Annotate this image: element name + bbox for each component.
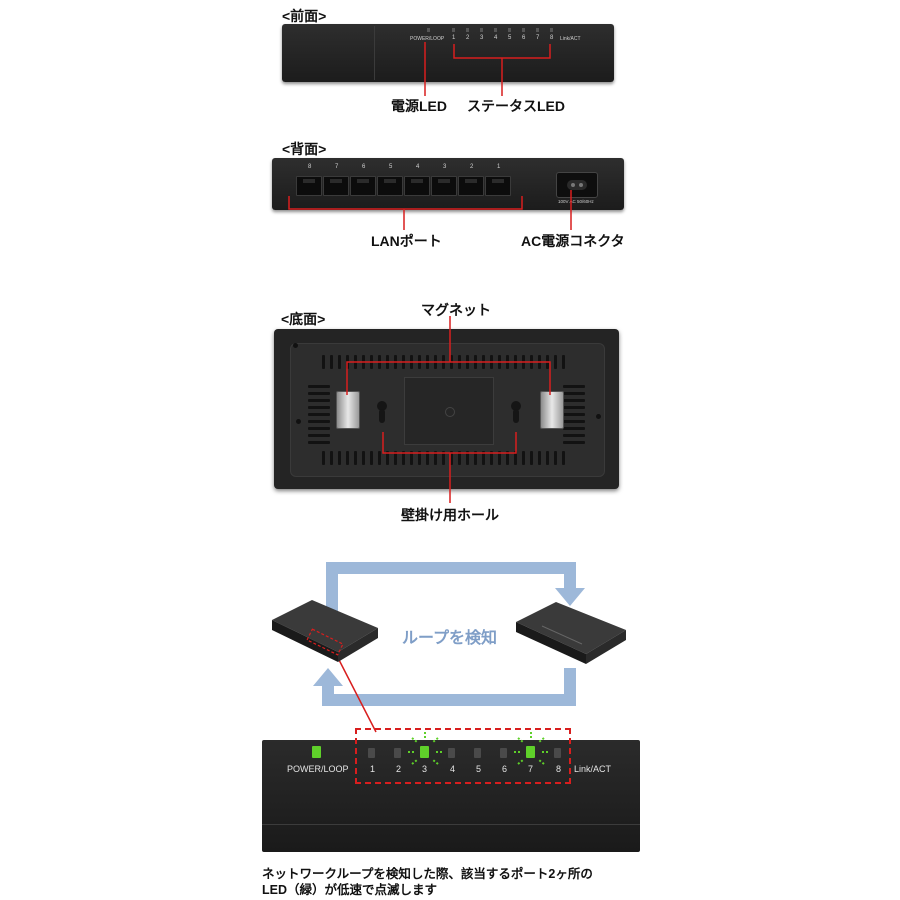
wall-mount-hole-left — [376, 401, 388, 423]
magnet-left — [336, 391, 360, 429]
caption-line-1: ネットワークループを検知した際、該当するポート2ヶ所の — [262, 867, 593, 881]
ac-rating-label: 100V AC 50/60Hz — [558, 199, 594, 204]
vent-side-right — [563, 385, 585, 445]
callout-power-led: 電源LED — [391, 98, 447, 114]
magnet-right — [540, 391, 564, 429]
port-number: 2 — [470, 164, 474, 170]
switch-front-panel: POWER/LOOP 1 2 3 4 5 6 7 8 Link/ACT — [282, 24, 614, 82]
zoom-led-number: 4 — [450, 764, 456, 774]
port-number: 4 — [416, 164, 420, 170]
label-recess — [404, 377, 494, 445]
led-number: 2 — [466, 35, 470, 41]
zoom-led-number: 7 — [528, 764, 534, 774]
zoom-led-number: 2 — [396, 764, 402, 774]
led-number: 4 — [494, 35, 498, 41]
vent-row-bottom — [322, 451, 572, 465]
front-view-title: <前面> — [282, 8, 327, 24]
zoom-highlight-box — [355, 728, 571, 784]
led-number: 5 — [508, 35, 512, 41]
zoom-led-number: 5 — [476, 764, 482, 774]
lan-port — [350, 176, 376, 196]
switch-illustration-right — [516, 602, 626, 664]
lan-port — [323, 176, 349, 196]
zoom-led-number: 3 — [422, 764, 428, 774]
lan-port — [485, 176, 511, 196]
led-number: 8 — [550, 35, 554, 41]
led-number: 7 — [536, 35, 540, 41]
led-number: 1 — [452, 35, 456, 41]
callout-lan-ports: LANポート — [371, 233, 442, 249]
zoom-led-blinking — [526, 746, 535, 758]
callout-status-led: ステータスLED — [467, 98, 565, 114]
callout-wall-mount: 壁掛け用ホール — [401, 507, 499, 523]
switch-back-panel: 8 7 6 5 4 3 2 1 100V AC 50/60Hz — [272, 158, 624, 210]
caption-line-2: LED（緑）が低速で点滅します — [262, 883, 438, 897]
back-callout-lines — [288, 190, 572, 230]
panel-power-label: POWER/LOOP — [410, 36, 445, 42]
port-number: 3 — [443, 164, 447, 170]
panel-link-label: Link/ACT — [560, 36, 581, 42]
zoomed-front-panel: POWER/LOOP 1 2 3 4 5 6 7 8 Link/ACT — [262, 740, 640, 852]
lan-port — [431, 176, 457, 196]
port-number-row: 8 7 6 5 4 3 2 1 — [292, 164, 522, 172]
zoom-led — [474, 748, 481, 758]
port-number: 5 — [389, 164, 393, 170]
zoom-led — [500, 748, 507, 758]
ac-power-connector — [556, 172, 598, 198]
port-number: 1 — [497, 164, 501, 170]
zoom-led — [554, 748, 561, 758]
zoom-led — [448, 748, 455, 758]
switch-illustration-left — [272, 600, 378, 662]
zoom-power-label: POWER/LOOP — [287, 764, 349, 774]
switch-bottom-panel — [274, 329, 619, 489]
zoom-led — [394, 748, 401, 758]
lan-port — [404, 176, 430, 196]
zoom-link-label: Link/ACT — [574, 764, 612, 774]
status-led-row — [450, 28, 560, 34]
zoom-led-number: 1 — [370, 764, 376, 774]
power-led-on — [312, 746, 321, 758]
callout-ac-connector: AC電源コネクタ — [521, 233, 625, 249]
callout-magnet: マグネット — [421, 302, 491, 318]
front-callout-lines — [424, 42, 551, 96]
loop-detect-label: ループを検知 — [402, 630, 498, 647]
lan-port — [377, 176, 403, 196]
vent-side-left — [308, 385, 330, 445]
zoom-led-number: 8 — [556, 764, 562, 774]
bottom-callout-lines — [346, 316, 551, 503]
lan-port — [458, 176, 484, 196]
status-led-numbers: 1 2 3 4 5 6 7 8 — [450, 35, 560, 43]
port-number: 8 — [308, 164, 312, 170]
zoom-led-blinking — [420, 746, 429, 758]
zoom-led — [368, 748, 375, 758]
blink-rays — [408, 732, 548, 765]
loop-caption: ネットワークループを検知した際、該当するポート2ヶ所の LED（緑）が低速で点滅… — [262, 866, 682, 898]
back-view-title: <背面> — [282, 141, 327, 157]
wall-mount-hole-right — [510, 401, 522, 423]
led-number: 3 — [480, 35, 484, 41]
zoom-led-number: 6 — [502, 764, 508, 774]
bottom-view-title: <底面> — [281, 311, 326, 327]
port-number: 7 — [335, 164, 339, 170]
port-number: 6 — [362, 164, 366, 170]
lan-port — [296, 176, 322, 196]
power-led-indicator — [427, 28, 430, 32]
led-number: 6 — [522, 35, 526, 41]
